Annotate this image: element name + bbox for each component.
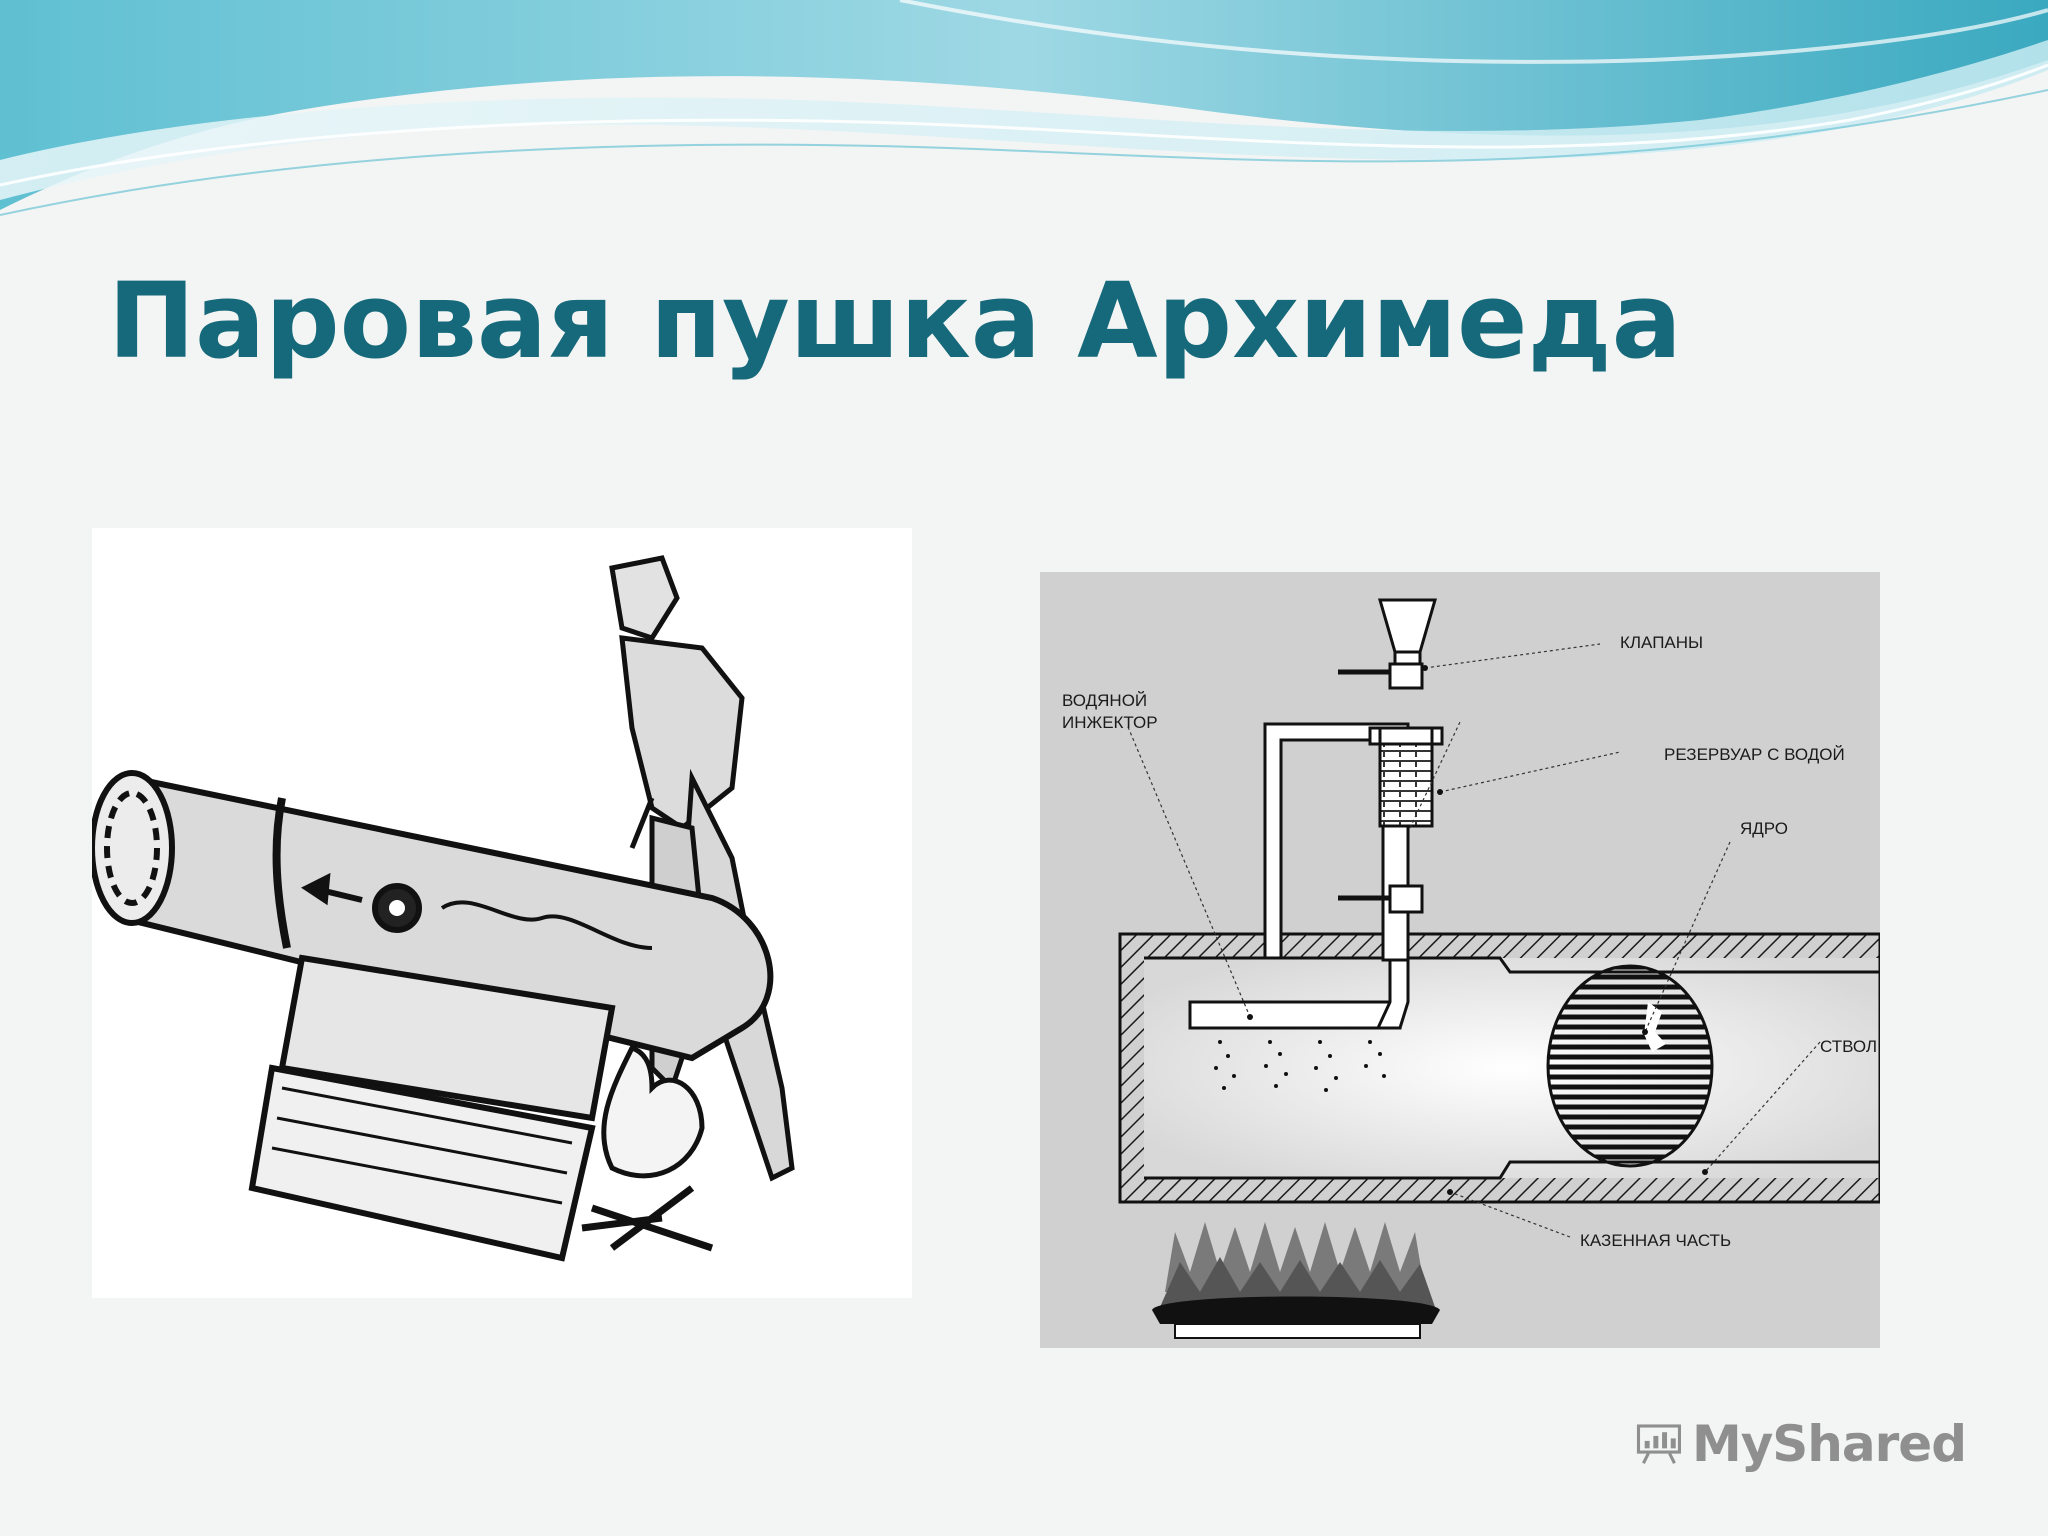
barrel-body — [1118, 932, 1880, 1204]
wave-header-decoration — [0, 0, 2048, 240]
label-breech: КАЗЕННАЯ ЧАСТЬ — [1580, 1231, 1731, 1250]
label-ball: ЯДРО — [1740, 819, 1788, 838]
label-water-tank: РЕЗЕРВУАР С ВОДОЙ — [1664, 745, 1845, 764]
steam-cannon-illustration — [92, 528, 912, 1298]
valves-and-tank — [1338, 598, 1444, 914]
label-water-injector-line1: ВОДЯНОЙ — [1062, 691, 1147, 710]
water-spray — [1214, 1040, 1386, 1092]
presentation-board-icon — [1636, 1424, 1682, 1464]
slide-title: Паровая пушка Архимеда — [108, 260, 1682, 382]
cannonball — [1546, 964, 1714, 1168]
label-barrel: СТВОЛ — [1820, 1037, 1877, 1056]
steam-cannon-diagram: КЛАПАНЫ ВОДЯНОЙ ИНЖЕКТОР РЕЗЕРВУАР С ВОД… — [1040, 572, 1880, 1348]
leader-lines — [1127, 643, 1821, 1238]
label-valves: КЛАПАНЫ — [1620, 633, 1703, 652]
myshared-logo-text: MyShared — [1691, 1415, 1967, 1473]
myshared-logo: MyShared — [1636, 1404, 1967, 1484]
label-water-injector-line2: ИНЖЕКТОР — [1062, 713, 1158, 732]
burner-flames — [1152, 1222, 1440, 1339]
